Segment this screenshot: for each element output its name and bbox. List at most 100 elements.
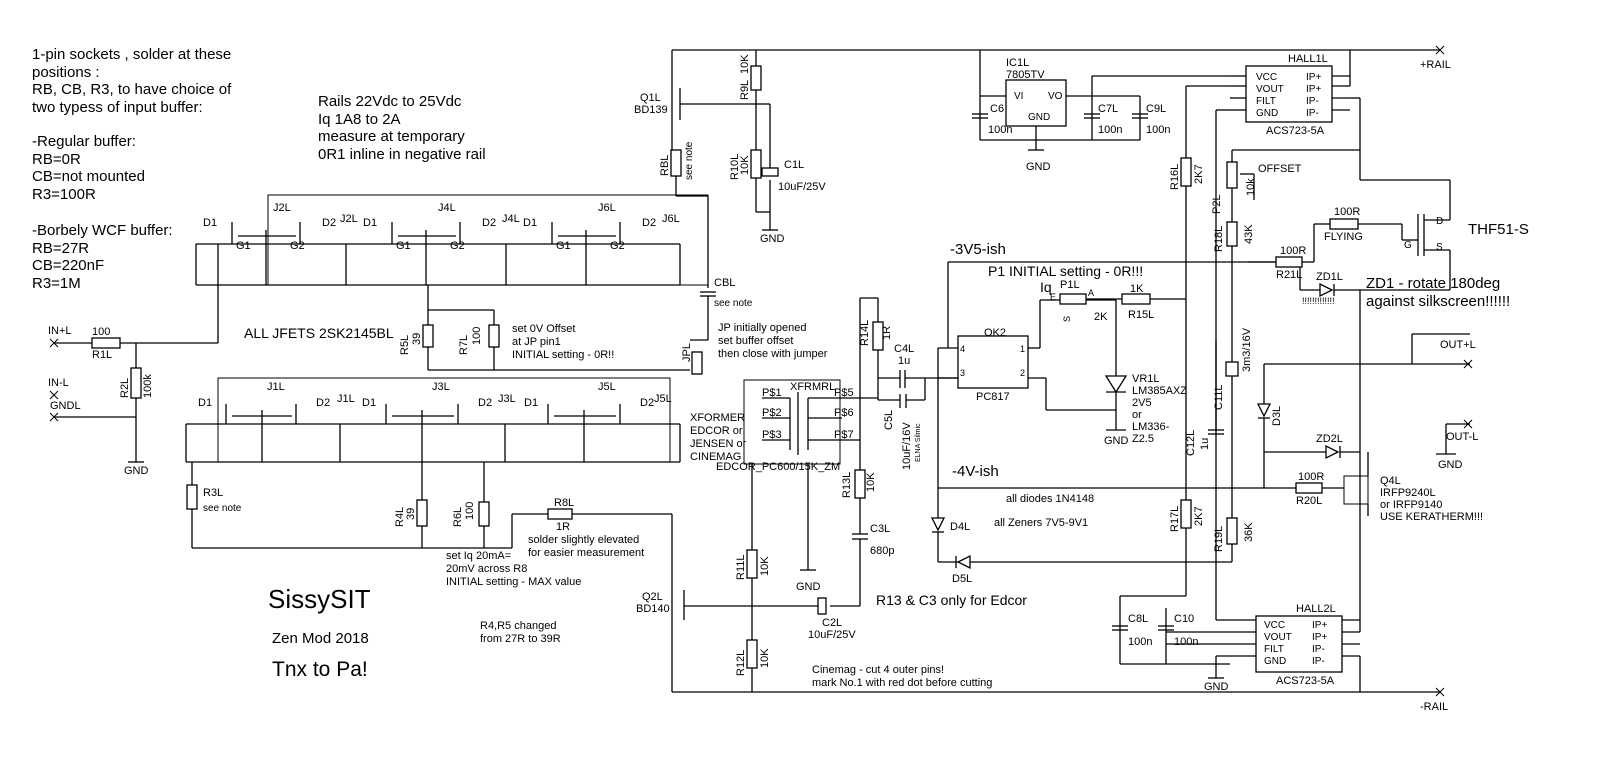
label-gnd-hall2: GND [1204, 681, 1229, 693]
label-c3: C3L [870, 523, 890, 535]
hall2-chip [1255, 615, 1343, 673]
label-in-l: IN+L [48, 325, 72, 337]
label-hall1-acs: ACS723-5A [1266, 125, 1325, 137]
resistor-r19 [1226, 517, 1238, 545]
label-hall2-vcc: VCC [1264, 620, 1285, 631]
note-borbely-buffer: -Borbely WCF buffer: RB=27R CB=220nF R3=… [32, 222, 173, 293]
lower-resistors: R3L see note R4L 39 R6L 100 R8L 1R [186, 462, 672, 549]
label-j2: J2L [273, 202, 291, 214]
resistor-r10 [750, 149, 762, 179]
potentiometer-r6 [478, 501, 490, 527]
label-j6-side: J6L [662, 213, 680, 225]
label-hall2-gnd: GND [1264, 656, 1286, 667]
label-r8: R8L [554, 497, 574, 509]
note-r13c3: R13 & C3 only for Edcor [876, 592, 1027, 608]
hall1-sensor: HALL1L VCC VOUT FILT GND IP+ IP+ IP- IP-… [1185, 50, 1361, 620]
label-r11-value: 10K [759, 556, 771, 576]
label-ps2: P$2 [762, 407, 782, 419]
label-r7: R7L [458, 335, 470, 355]
label-edcor-model: EDCOR_PC600/15K_ZM [716, 461, 840, 473]
label-zd1-excl: !!!!!!!!!!!!! [1302, 296, 1335, 306]
label-c12-value: 1u [1199, 438, 1211, 450]
label-j5-side: J5L [654, 393, 672, 405]
resistor-r3 [186, 484, 198, 510]
resistor-r11 [746, 549, 758, 579]
label-j3-side: J3L [498, 393, 516, 405]
potentiometer-p1 [1059, 293, 1087, 305]
label-hall1-ip1: IP+ [1306, 72, 1321, 83]
label-r1-value: 100 [92, 326, 110, 338]
label-d1-f: D1 [524, 397, 538, 409]
label-j1: J1L [267, 381, 285, 393]
label-ok2-pin3: 3 [960, 368, 965, 378]
label-g1-c: G1 [556, 240, 571, 252]
label-pc817: PC817 [976, 391, 1010, 403]
label-q2: Q2L [642, 591, 663, 603]
label-r5: R5L [399, 335, 411, 355]
label-ps3: P$3 [762, 429, 782, 441]
label-ps5: P$5 [834, 387, 854, 399]
label-d2-c: D2 [642, 217, 656, 229]
label-r3-note: see note [203, 503, 242, 514]
note-jfets: ALL JFETS 2SK2145BL [244, 325, 394, 341]
resistor-r16 [1180, 157, 1192, 187]
label-flying: FLYING [1324, 231, 1363, 243]
label-c5-value: 10uF/16V [901, 422, 913, 470]
label-g1-b: G1 [396, 240, 411, 252]
label-c12: C12L [1185, 430, 1197, 456]
label-v35: -3V5-ish [950, 241, 1006, 258]
label-elna: ELNA Silmic [915, 423, 922, 462]
label-d2-d: D2 [316, 397, 330, 409]
label-hall2-ip2: IP+ [1312, 632, 1327, 643]
label-gnd-out: GND [1438, 459, 1463, 471]
label-p1l-s: S [1062, 316, 1072, 322]
jfet-j4 [391, 222, 461, 285]
label-ok2-pin1: 1 [1020, 344, 1025, 354]
resistor-100r-flying [1329, 218, 1359, 230]
label-q1-value: BD139 [634, 104, 668, 116]
label-r4: R4L [394, 507, 406, 527]
label-c9: C9L [1146, 103, 1166, 115]
label-r11: R11L [735, 555, 747, 580]
note-solder: solder slightly elevated for easier meas… [528, 534, 645, 559]
label-r20: R20L [1296, 495, 1322, 507]
label-r9-value: 10K [739, 54, 751, 74]
label-j1-side: J1L [337, 393, 355, 405]
label-v4: -4V-ish [952, 463, 999, 480]
label-hall1-ip4: IP- [1306, 108, 1319, 119]
label-r14: R14L [859, 320, 871, 346]
label-ic1-gnd: GND [1028, 112, 1050, 123]
label-r7-value: 100 [471, 327, 483, 345]
resistor-r5 [422, 324, 434, 348]
label-ok2: OK2 [984, 327, 1006, 339]
label-vr1-line3: or [1132, 409, 1142, 421]
label-ps7: P$7 [834, 429, 854, 441]
label-vo: VO [1048, 91, 1063, 102]
label-g1-a: G1 [236, 240, 251, 252]
label-r14-value: 1R [881, 326, 893, 340]
label-thf-g: G [1404, 240, 1412, 251]
label-xfrm: XFRMRL [790, 381, 835, 393]
output-stage-bottom: OUT+L OUT-L GND D3L ZD2L 100R R20L Q4L I… [930, 333, 1483, 585]
hall2-sensor: HALL2L VCC VOUT FILT GND IP+ IP+ IP- IP-… [1112, 595, 1361, 693]
label-r8-value: 1R [556, 521, 570, 533]
label-d2-f: D2 [640, 397, 654, 409]
label-p1l-value: 2K [1094, 311, 1108, 323]
label-r15-name: R15L [1128, 309, 1154, 321]
label-j4-side: J4L [502, 213, 520, 225]
label-j2-side: J2L [340, 213, 358, 225]
label-r13-value: 10K [865, 472, 877, 492]
label-diodes: all diodes 1N4148 [1006, 493, 1094, 505]
capacitor-c2 [817, 597, 827, 615]
label-c11: C11L [1213, 385, 1225, 410]
label-gnd-xfrm: GND [796, 581, 821, 593]
label-c2-value: 10uF/25V [808, 629, 856, 641]
input-section: IN+L IN-L GNDL R1L 100 R2L 100k GND [48, 244, 219, 477]
jfet-j1 [225, 404, 297, 462]
label-rail-minus: -RAIL [1420, 701, 1448, 713]
label-d1-d: D1 [198, 397, 212, 409]
label-gnd-vr1: GND [1104, 435, 1129, 447]
note-sockets: 1-pin sockets , solder at these position… [32, 46, 232, 117]
label-c11-value: 3m3/16V [1241, 327, 1253, 372]
